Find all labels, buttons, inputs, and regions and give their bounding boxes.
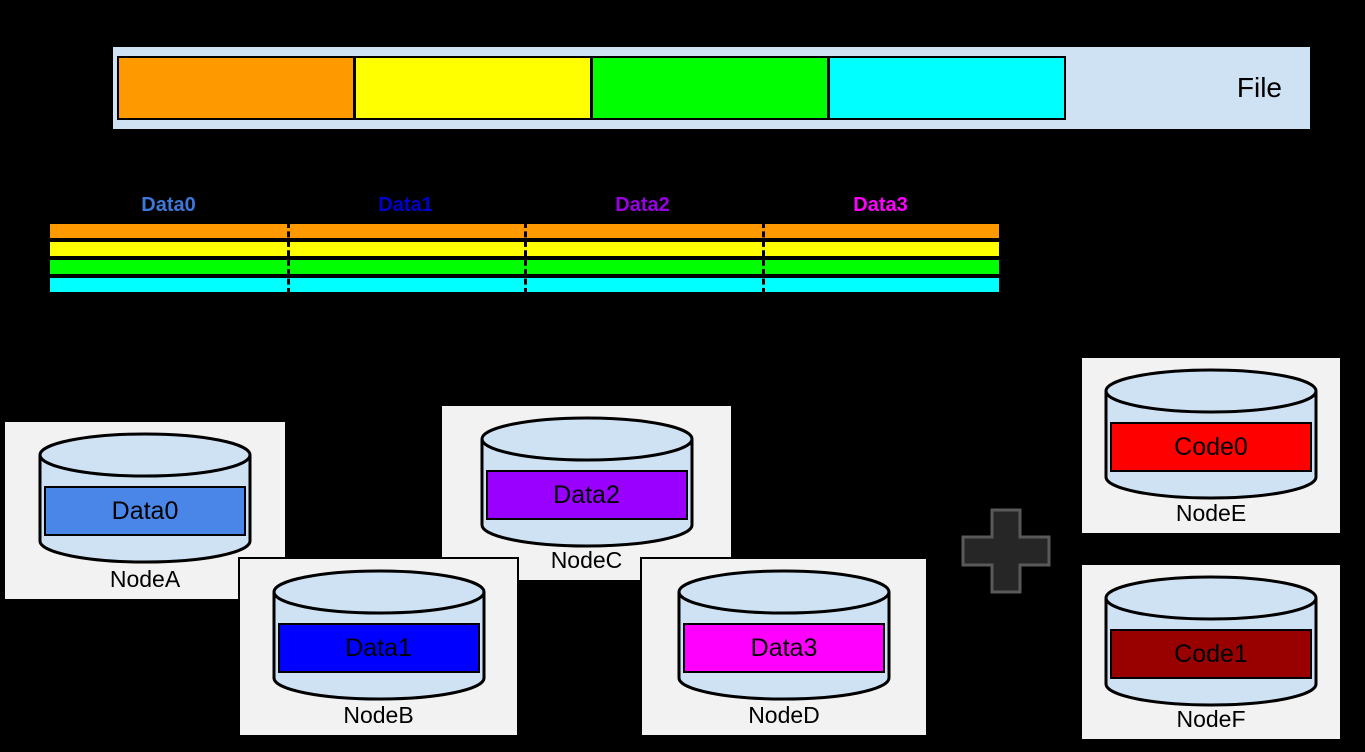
- chunk-data2: Data2: [485, 470, 688, 520]
- chunk-code0: Code0: [1110, 422, 1312, 472]
- file-bar: File: [113, 47, 1310, 129]
- plus-icon: [961, 508, 1051, 596]
- chunk-data0: Data0: [44, 486, 246, 536]
- node-box-nodea: Data0 NodeA: [3, 420, 287, 601]
- node-box-noded: Data3 NodeD: [640, 557, 928, 737]
- node-box-nodef: Code1 NodeF: [1080, 563, 1342, 741]
- node-box-nodeb: Data1 NodeB: [238, 557, 519, 737]
- stripe-separator: [287, 222, 290, 294]
- chunk-data1: Data1: [277, 623, 480, 673]
- file-label: File: [1236, 72, 1282, 103]
- group-label-data1: Data1: [378, 194, 433, 216]
- node-label-nodec: NodeC: [550, 547, 623, 573]
- group-label-data2: Data2: [615, 194, 670, 216]
- node-label-nodea: NodeA: [109, 566, 181, 592]
- node-box-nodee: Code0 NodeE: [1080, 356, 1342, 535]
- group-label-data3: Data3: [853, 194, 908, 216]
- node-label-nodee: NodeE: [1175, 500, 1247, 526]
- node-label-noded: NodeD: [748, 702, 820, 728]
- group-label-data0: Data0: [141, 194, 196, 216]
- file-segment-yellow: [354, 56, 592, 120]
- file-segment-orange: [117, 56, 355, 120]
- chunk-data3: Data3: [683, 623, 885, 673]
- node-label-nodeb: NodeB: [343, 702, 414, 728]
- stripe-separator: [524, 222, 527, 294]
- stripe-separator: [762, 222, 765, 294]
- file-segment-green: [591, 56, 829, 120]
- file-segment-cyan: [828, 56, 1066, 120]
- node-label-nodef: NodeF: [1176, 706, 1246, 732]
- node-box-nodec: Data2 NodeC: [440, 404, 733, 582]
- chunk-code1: Code1: [1110, 629, 1312, 679]
